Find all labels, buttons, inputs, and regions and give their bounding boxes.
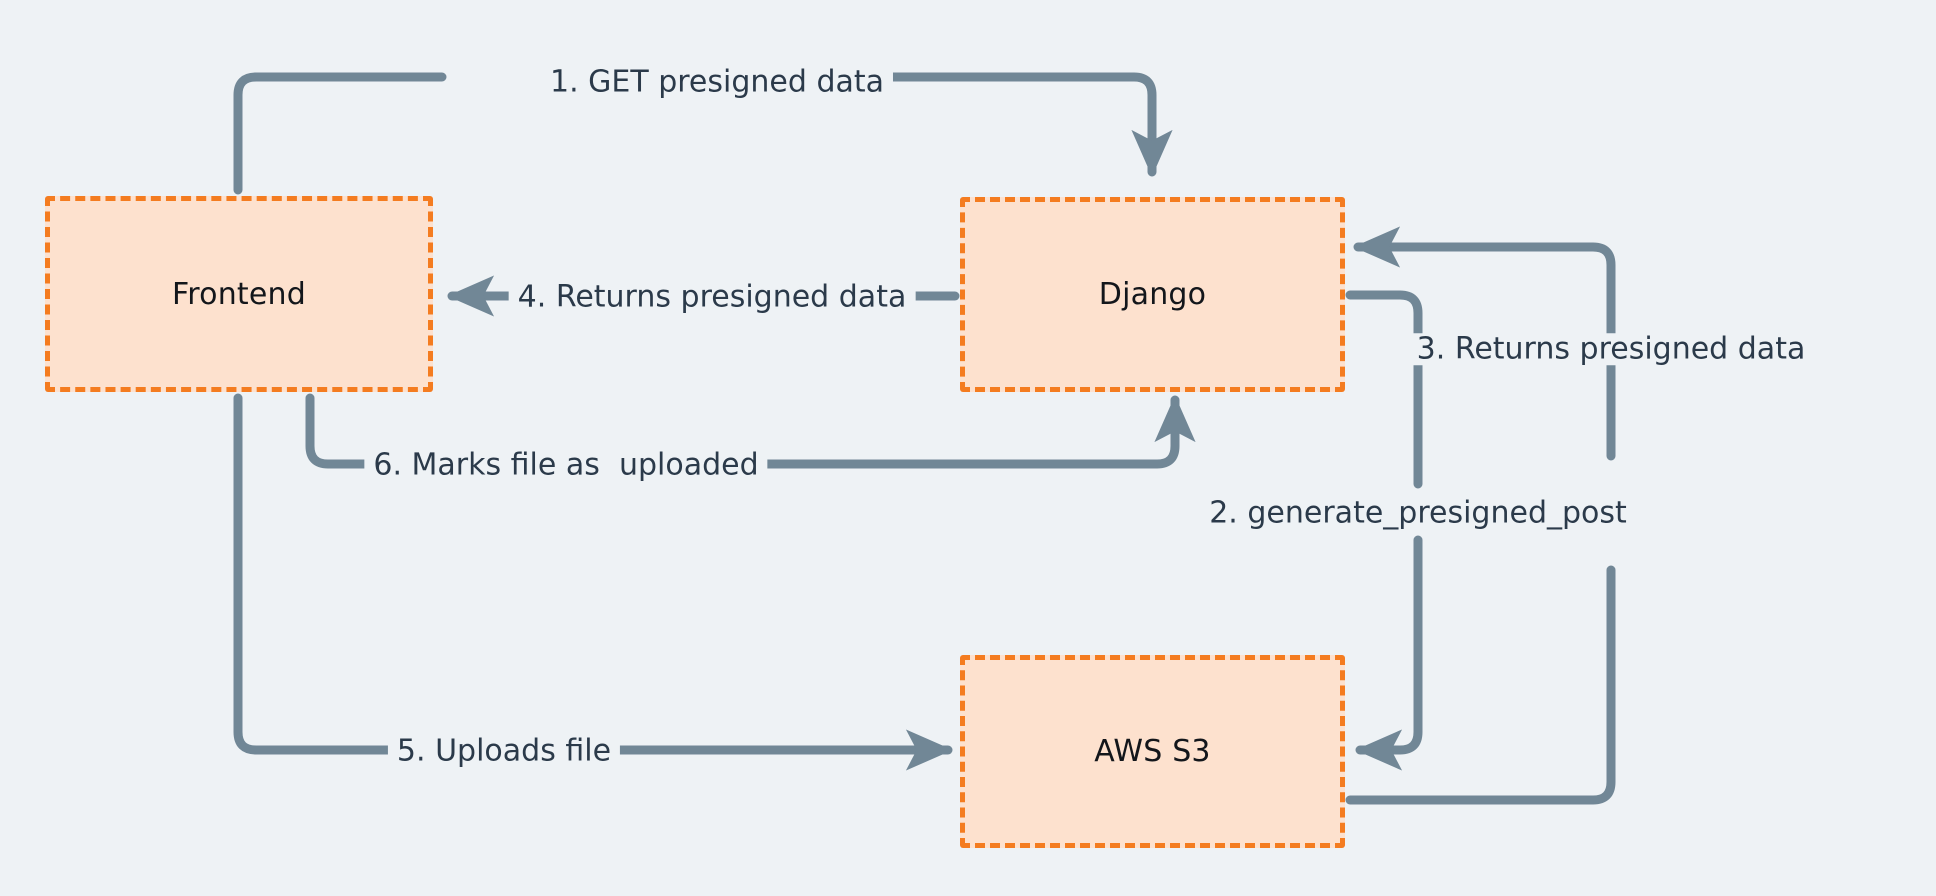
edge-label-3: 3. Returns presigned data bbox=[1407, 333, 1815, 365]
node-django-label: Django bbox=[1098, 277, 1207, 312]
edge-2-path-b bbox=[1355, 535, 1423, 771]
edge-2-path bbox=[1345, 290, 1423, 489]
edge-6-path-b bbox=[731, 395, 1196, 469]
edge-label-5: 5. Uploads file bbox=[387, 735, 621, 767]
edge-label-6: 6. Marks file as uploaded bbox=[364, 449, 768, 481]
edge-label-1: 1. GET presigned data bbox=[540, 66, 894, 98]
edge-3-path bbox=[1345, 565, 1616, 805]
node-aws-s3[interactable]: AWS S3 bbox=[960, 655, 1345, 848]
edge-label-4: 4. Returns presigned data bbox=[508, 281, 916, 313]
edge-6-path bbox=[305, 393, 400, 469]
node-frontend[interactable]: Frontend bbox=[45, 196, 433, 392]
edge-1-path-b bbox=[735, 72, 1173, 177]
edge-5-path bbox=[233, 393, 405, 755]
edge-3-path-b bbox=[1353, 226, 1616, 461]
edge-1-path bbox=[233, 72, 447, 195]
edge-label-2: 2. generate_presigned_post bbox=[1200, 497, 1636, 529]
node-frontend-label: Frontend bbox=[172, 276, 306, 312]
node-aws-s3-label: AWS S3 bbox=[1094, 734, 1211, 769]
node-django[interactable]: Django bbox=[960, 197, 1345, 392]
